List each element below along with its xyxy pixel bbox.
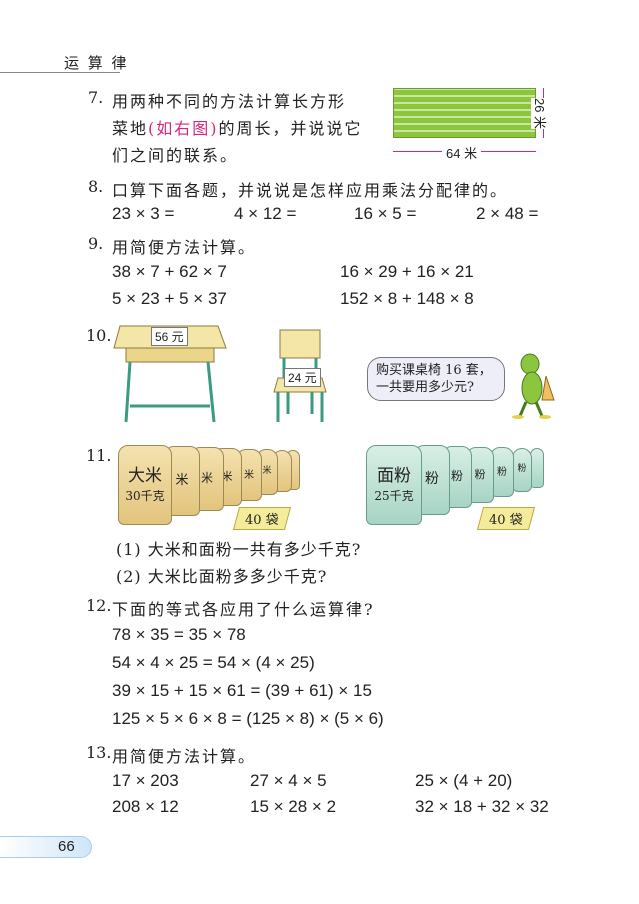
- desk-price-tag: 56 元: [151, 327, 188, 346]
- text: 的周长，并说说它: [218, 119, 363, 138]
- flour-bag: 粉: [490, 447, 514, 497]
- problem-8-item: 4 × 12 =: [234, 204, 297, 223]
- flour-bag-front: 面粉 25千克: [366, 445, 422, 525]
- problem-13-item: 15 × 28 × 2: [250, 797, 337, 816]
- flour-bag: 粉: [512, 448, 532, 492]
- problem-13-item: 27 × 4 × 5: [250, 771, 327, 790]
- width-label: 64 米: [442, 143, 482, 162]
- problem-13-item: 17 × 203: [112, 771, 179, 790]
- bag-text: 粉: [450, 469, 463, 484]
- flour-count: 40 袋: [489, 513, 523, 528]
- problem-12-item: 39 × 15 + 15 × 61 = (39 + 61) × 15: [112, 681, 372, 700]
- problem-8-item: 23 × 3 =: [112, 204, 175, 223]
- bag-text: 粉: [517, 464, 527, 475]
- problem-7-line2: 菜地(如右图)的周长，并说说它: [112, 115, 363, 139]
- problem-12-item: 54 × 4 × 25 = 54 × (4 × 25): [112, 653, 315, 672]
- problem-7-line3: 们之间的联系。: [112, 146, 239, 165]
- problem-9-item: 38 × 7 + 62 × 7: [112, 262, 227, 281]
- bubble-line-1: 购买课桌椅 16 套，: [376, 363, 492, 378]
- problem-8-item: 2 × 48 =: [476, 204, 539, 223]
- bag-text: 粉: [497, 466, 507, 478]
- problem-12-number: 12.: [86, 596, 112, 615]
- problem-12-text: 下面的等式各应用了什么运算律?: [112, 600, 375, 619]
- header-rule: [0, 72, 120, 73]
- text: 菜地: [112, 119, 149, 138]
- cartoon-character-illustration: [512, 353, 555, 419]
- problem-9-item: 5 × 23 + 5 × 37: [112, 289, 227, 308]
- flour-bag: [530, 448, 544, 488]
- problem-13-number: 13.: [86, 743, 112, 762]
- highlight-text: (如右图): [148, 119, 219, 138]
- bag-text: 米: [221, 469, 233, 483]
- problem-12-item: 78 × 35 = 35 × 78: [112, 625, 246, 644]
- bag-text: 粉: [425, 471, 439, 488]
- problem-11-number: 11.: [86, 446, 112, 465]
- problem-13-item: 32 × 18 + 32 × 32: [415, 797, 549, 816]
- chair-price-tag: 24 元: [284, 368, 321, 387]
- bag-text: 米: [175, 472, 189, 488]
- rice-count: 40 袋: [245, 513, 279, 528]
- problem-13-text: 用简便方法计算。: [112, 747, 257, 766]
- problem-10-number: 10.: [86, 326, 112, 345]
- problem-11-question-1: (1) 大米和面粉一共有多少千克?: [116, 540, 362, 559]
- bag-text: 米: [262, 466, 272, 477]
- problem-9-item: 152 × 8 + 148 × 8: [340, 289, 474, 308]
- page-number-tab: [0, 836, 92, 858]
- problem-7-line1: 用两种不同的方法计算长方形: [112, 92, 347, 111]
- bag-text: 粉: [474, 467, 486, 481]
- problem-13-item: 25 × (4 + 20): [415, 771, 513, 790]
- page-number: 66: [58, 838, 75, 855]
- problem-9-item: 16 × 29 + 16 × 21: [340, 262, 474, 281]
- flour-count-sign: 40 袋: [476, 507, 535, 530]
- problem-8-number: 8.: [88, 177, 104, 196]
- flour-weight: 25千克: [374, 488, 414, 503]
- problem-8-item: 16 × 5 =: [354, 204, 417, 223]
- vegetable-field-image: [393, 88, 536, 138]
- flour-name: 面粉: [377, 466, 411, 487]
- bag-text: 米: [200, 471, 213, 486]
- problem-7-number: 7.: [88, 88, 104, 107]
- header-title: 运 算 律: [64, 54, 129, 72]
- rice-count-sign: 40 袋: [232, 507, 291, 530]
- rice-name: 大米: [128, 466, 162, 487]
- problem-9-text: 用简便方法计算。: [112, 238, 257, 257]
- bubble-line-2: 一共要用多少元?: [376, 380, 474, 395]
- speech-bubble: 购买课桌椅 16 套， 一共要用多少元?: [367, 357, 505, 401]
- bag-text: 米: [244, 469, 254, 481]
- problem-12-item: 125 × 5 × 6 × 8 = (125 × 8) × (5 × 6): [112, 709, 384, 728]
- problem-11-question-2: (2) 大米比面粉多多少千克?: [116, 567, 328, 586]
- rice-bag-front: 大米 30千克: [118, 445, 172, 525]
- problem-8-text: 口算下面各题，并说说是怎样应用乘法分配律的。: [112, 181, 509, 200]
- problem-9-number: 9.: [88, 234, 104, 253]
- problem-13-item: 208 × 12: [112, 797, 179, 816]
- height-label: 26 米: [531, 97, 551, 130]
- rice-weight: 30千克: [125, 488, 165, 503]
